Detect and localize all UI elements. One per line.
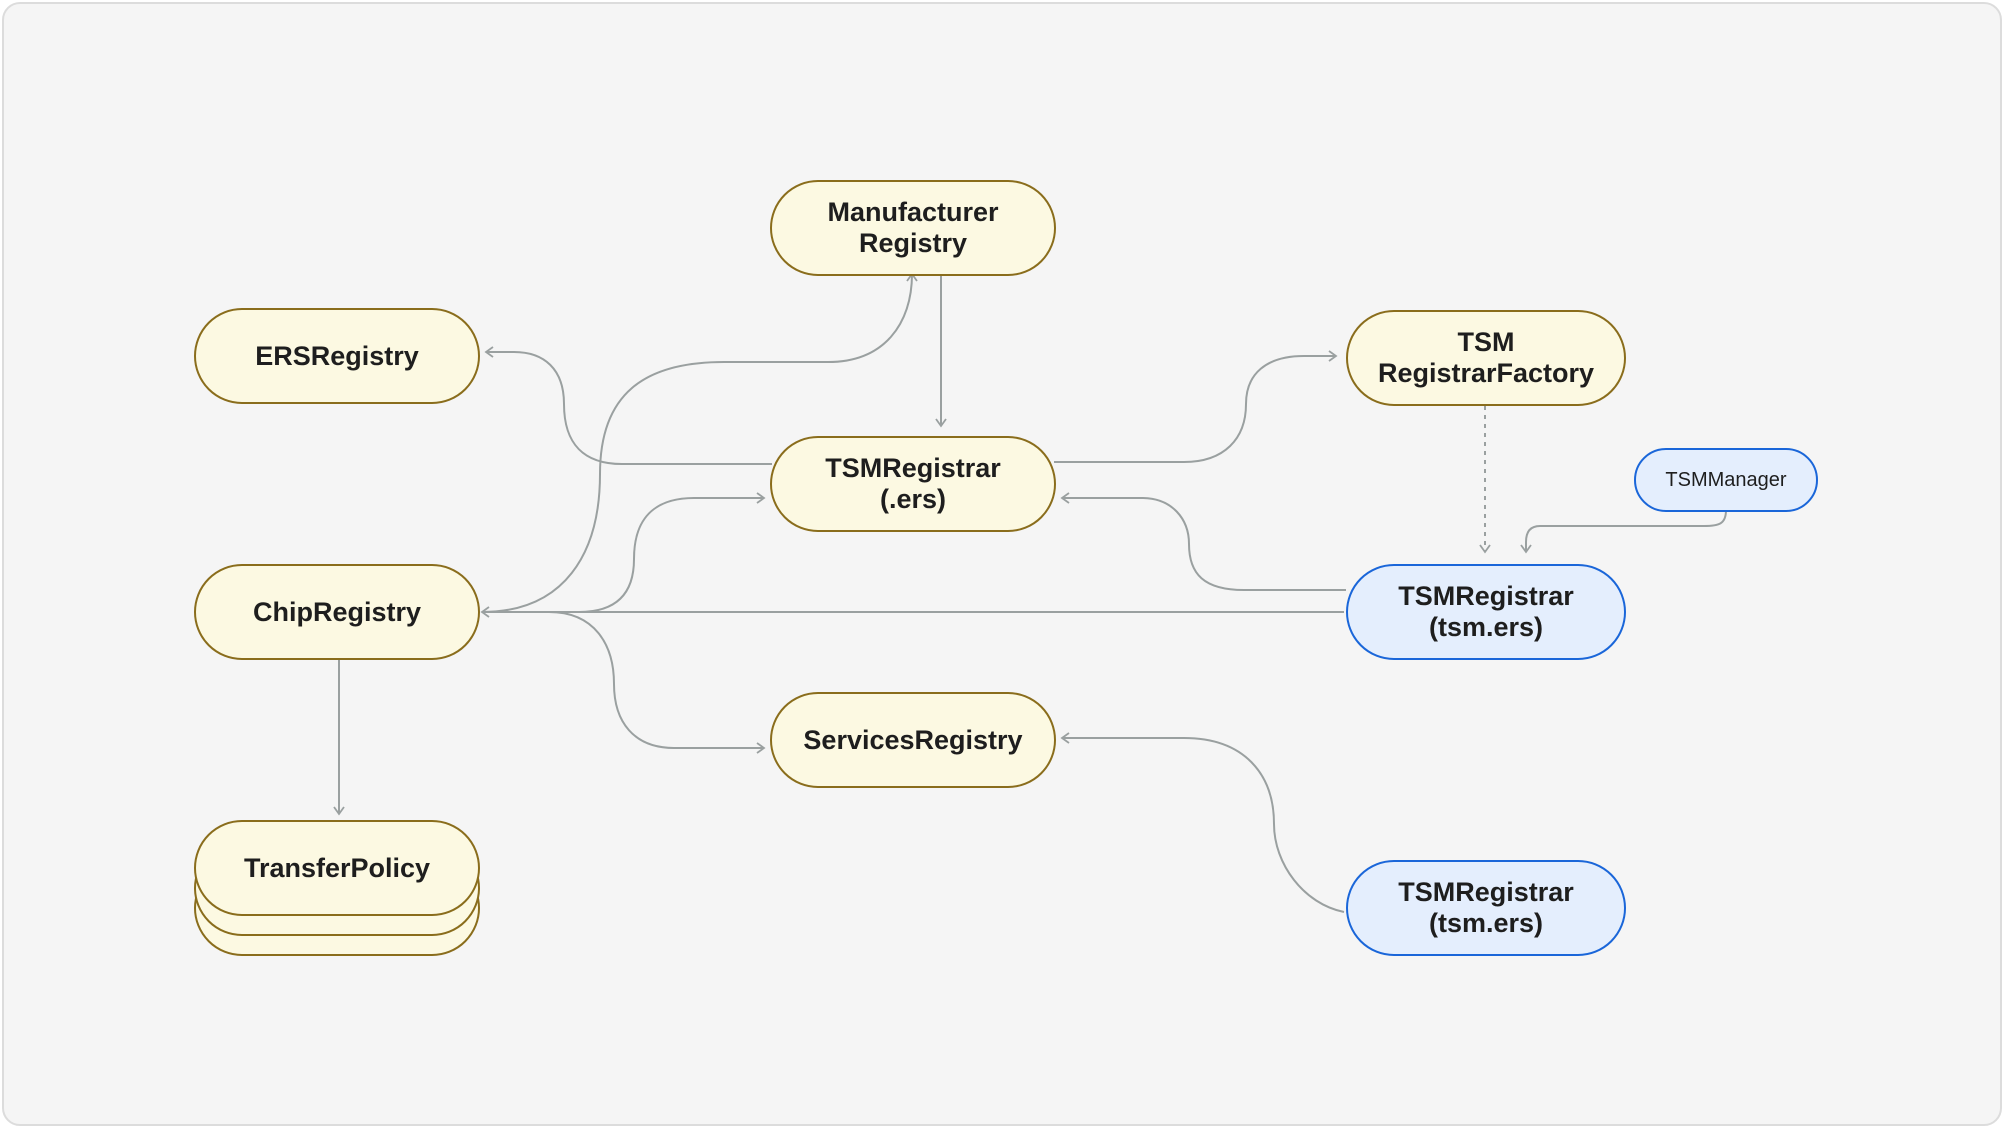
node-ers-registry[interactable]: ERSRegistry bbox=[194, 308, 480, 404]
edges-layer bbox=[333, 272, 1727, 913]
node-transfer-policy[interactable]: TransferPolicy bbox=[194, 820, 480, 916]
edge-chip-to-manufacturer bbox=[481, 272, 918, 613]
edge-tsmmanager-to-tsmregistrar bbox=[1520, 509, 1727, 554]
node-tsm-registrar-ers[interactable]: TSMRegistrar (.ers) bbox=[770, 436, 1056, 532]
node-services-registry[interactable]: ServicesRegistry bbox=[770, 692, 1056, 788]
node-manufacturer-registry[interactable]: Manufacturer Registry bbox=[770, 180, 1056, 276]
node-chip-registry[interactable]: ChipRegistry bbox=[194, 564, 480, 660]
edge-tsmregistrar-2-to-services bbox=[1060, 732, 1345, 913]
edge-chip-to-tsmregistrar bbox=[482, 492, 766, 613]
node-tsm-manager[interactable]: TSMManager bbox=[1634, 448, 1818, 512]
node-tsm-registrar-factory[interactable]: TSM RegistrarFactory bbox=[1346, 310, 1626, 406]
edge-tsmregistrar-to-factory bbox=[1054, 350, 1338, 463]
edge-tsmregistrar-to-ersregistry bbox=[484, 346, 772, 465]
edge-chip-to-services bbox=[482, 611, 766, 754]
edge-tsmregistrar-tsm-to-tsmregistrar bbox=[1060, 492, 1346, 591]
node-tsm-registrar-tsm-ers-2[interactable]: TSMRegistrar (tsm.ers) bbox=[1346, 860, 1626, 956]
node-tsm-registrar-tsm-ers-1[interactable]: TSMRegistrar (tsm.ers) bbox=[1346, 564, 1626, 660]
